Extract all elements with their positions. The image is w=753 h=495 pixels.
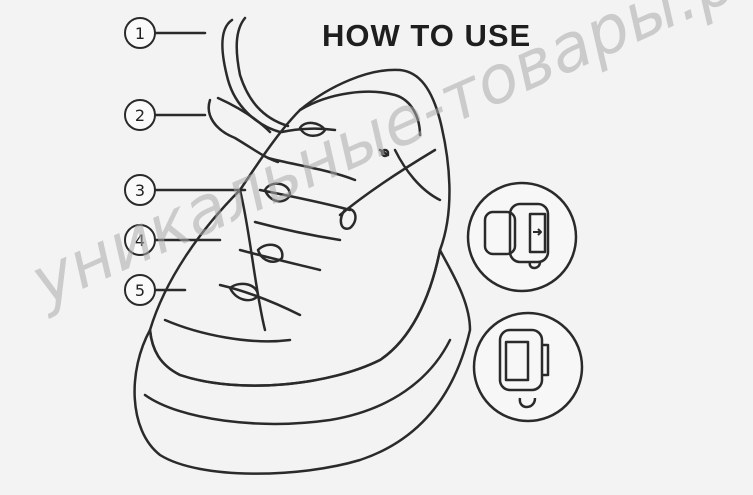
- step-marker-1: 1: [124, 17, 156, 49]
- page-title: HOW TO USE: [322, 18, 532, 53]
- step-marker-2: 2: [124, 99, 156, 131]
- lace-4: [253, 220, 342, 242]
- svg-text:3: 3: [135, 181, 145, 200]
- svg-text:2: 2: [135, 106, 145, 125]
- lace-3: [258, 188, 352, 212]
- step-markers: 1 2 3 4 5: [124, 17, 156, 306]
- svg-text:1: 1: [135, 24, 145, 43]
- shoe-upper: [148, 68, 451, 387]
- step-marker-5: 5: [124, 274, 156, 306]
- lace-5: [238, 248, 322, 272]
- detail-view-1: [466, 181, 578, 293]
- svg-text:5: 5: [135, 281, 145, 300]
- detail-view-2: [472, 311, 584, 423]
- shoe-sole: [133, 248, 472, 475]
- lace-piece-2: [207, 98, 280, 164]
- lace-1: [280, 127, 337, 134]
- step-marker-4: 4: [124, 224, 156, 256]
- svg-text:4: 4: [135, 231, 145, 250]
- lace-2: [266, 156, 357, 182]
- step-marker-3: 3: [124, 174, 156, 206]
